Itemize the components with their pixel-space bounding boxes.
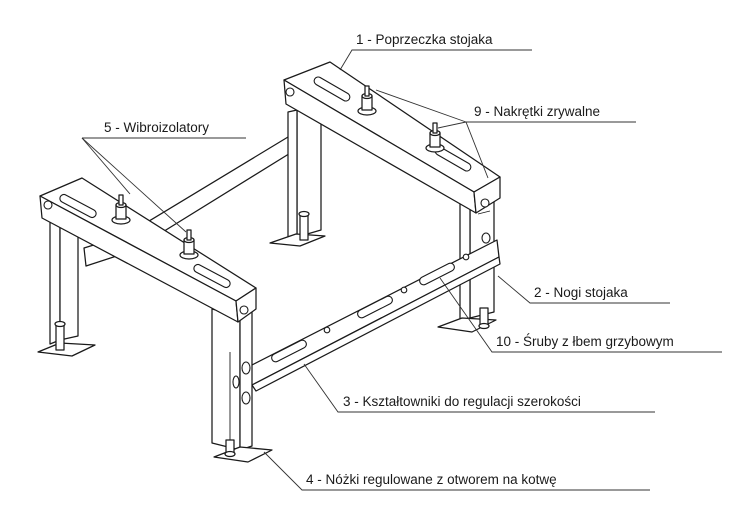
leader-profiles bbox=[303, 363, 655, 413]
leader-bolts bbox=[439, 277, 722, 353]
leader-nuts-b bbox=[437, 121, 467, 129]
leader-isolators-b bbox=[81, 137, 187, 233]
leader-nuts-c bbox=[465, 121, 489, 179]
leader-nuts-a bbox=[375, 89, 467, 123]
label-crossbar: 1 - Poprzeczka stojaka bbox=[356, 32, 493, 47]
front-isolator-2 bbox=[179, 229, 199, 260]
back-frame bbox=[83, 61, 501, 333]
front-foot-left bbox=[37, 320, 96, 357]
front-crossbar bbox=[39, 177, 257, 323]
back-foot-left bbox=[269, 210, 326, 247]
label-profiles: 3 - Kształtowniki do regulacji szerokośc… bbox=[343, 394, 581, 409]
label-feet: 4 - Nóżki regulowane z otworem na kotwę bbox=[306, 472, 557, 487]
back-isolator-2 bbox=[425, 122, 445, 153]
back-crossbar bbox=[283, 61, 501, 214]
leader-isolators-a bbox=[81, 137, 131, 195]
back-isolator-1 bbox=[357, 85, 377, 116]
leader-legs bbox=[497, 275, 670, 304]
labels: 1 - Poprzeczka stojaka 5 - Wibroizolator… bbox=[104, 32, 674, 487]
front-frame bbox=[37, 177, 273, 463]
label-isolators: 5 - Wibroizolatory bbox=[104, 120, 209, 135]
label-legs: 2 - Nogi stojaka bbox=[534, 285, 628, 300]
front-width-profile bbox=[247, 239, 501, 392]
front-isolator-1 bbox=[111, 194, 131, 225]
label-nuts: 9 - Nakrętki zrywalne bbox=[474, 104, 600, 119]
back-foot-right bbox=[437, 307, 497, 333]
leader-crossbar bbox=[339, 49, 532, 71]
front-leg-left bbox=[49, 211, 79, 345]
leader-feet bbox=[263, 451, 650, 491]
label-bolts: 10 - Śruby z łbem grzybowym bbox=[496, 334, 674, 349]
leader-lines bbox=[81, 49, 722, 491]
front-foot-right bbox=[213, 439, 273, 463]
front-leg-right bbox=[211, 308, 253, 451]
